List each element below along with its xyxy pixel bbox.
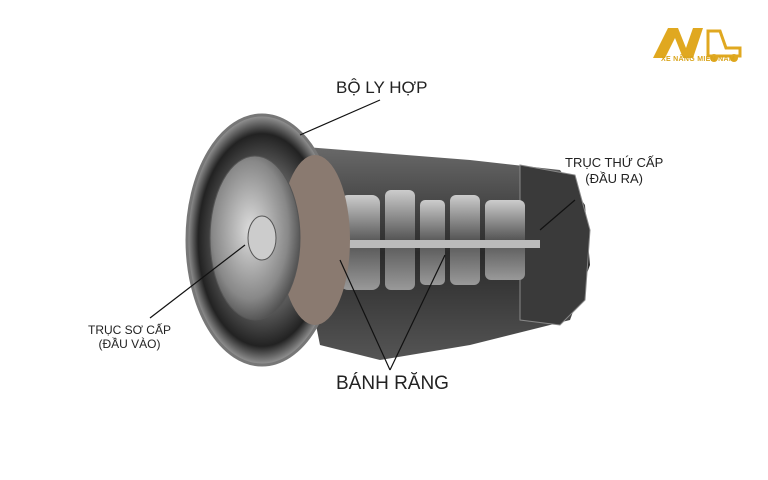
input-shaft-label: TRỤC SƠ CẤP (ĐẦU VÀO): [88, 323, 171, 352]
tail-housing: [519, 164, 591, 326]
output-shaft-label-line2: (ĐẦU RA): [585, 170, 644, 186]
leader-lines: [149, 99, 576, 371]
logo-text: XE NÂNG MIỀN NAM: [660, 56, 736, 63]
input-shaft-label-line2: (ĐẦU VÀO): [98, 337, 161, 352]
gears-label: BÁNH RĂNG: [336, 373, 449, 394]
company-logo: [653, 28, 742, 62]
input-shaft-label-line1: TRỤC SƠ CẤP: [88, 323, 171, 337]
clutch-label: BỘ LY HỢP: [336, 78, 428, 97]
output-shaft-label: TRỤC THỨ CẤP (ĐẦU RA): [565, 155, 663, 186]
output-shaft-label-line1: TRỤC THỨ CẤP: [565, 155, 664, 170]
gear-set: [340, 190, 540, 290]
torque-converter: [280, 155, 350, 325]
